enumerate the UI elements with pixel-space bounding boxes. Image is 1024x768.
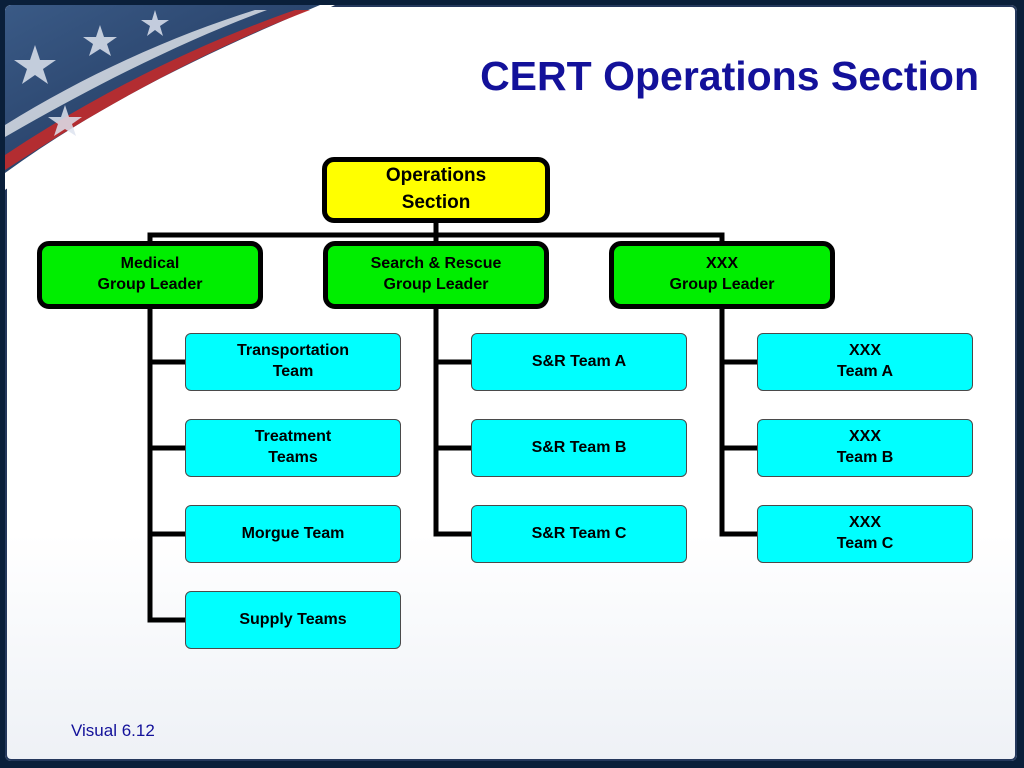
- flag-decoration: [5, 5, 335, 190]
- operations-section-box: Operations Section: [322, 157, 550, 223]
- team-label: S&R Team C: [531, 524, 627, 542]
- team-label: Treatment Teams: [254, 428, 332, 466]
- slide-number-label: Visual 6.12: [71, 721, 155, 740]
- team-label: Supply Teams: [239, 610, 347, 628]
- operations-section-label: Operations Section: [385, 165, 487, 213]
- xxx-group-leader-box: XXX Group Leader: [609, 241, 835, 309]
- team-label: XXX Team B: [836, 428, 894, 466]
- team-label: Morgue Team: [241, 524, 345, 542]
- team-label: S&R Team A: [531, 352, 627, 370]
- team-box: S&R Team C: [471, 505, 687, 563]
- team-box: S&R Team A: [471, 333, 687, 391]
- team-label: XXX Team A: [836, 342, 893, 380]
- group-leader-label: Medical Group Leader: [97, 255, 203, 293]
- team-box: Supply Teams: [185, 591, 401, 649]
- search-rescue-group-leader-box: Search & Rescue Group Leader: [323, 241, 549, 309]
- medical-group-leader-box: Medical Group Leader: [37, 241, 263, 309]
- group-leader-label: XXX Group Leader: [669, 255, 775, 293]
- team-box: XXX Team C: [757, 505, 973, 563]
- star-icon: [14, 10, 169, 136]
- team-box: Morgue Team: [185, 505, 401, 563]
- team-box: Transportation Team: [185, 333, 401, 391]
- team-label: XXX Team C: [836, 514, 894, 552]
- team-box: XXX Team B: [757, 419, 973, 477]
- team-box: Treatment Teams: [185, 419, 401, 477]
- team-label: S&R Team B: [531, 438, 627, 456]
- team-label: Transportation Team: [236, 342, 349, 380]
- team-box: XXX Team A: [757, 333, 973, 391]
- slide-title: CERT Operations Section: [480, 53, 979, 99]
- team-box: S&R Team B: [471, 419, 687, 477]
- group-leader-label: Search & Rescue Group Leader: [370, 255, 502, 293]
